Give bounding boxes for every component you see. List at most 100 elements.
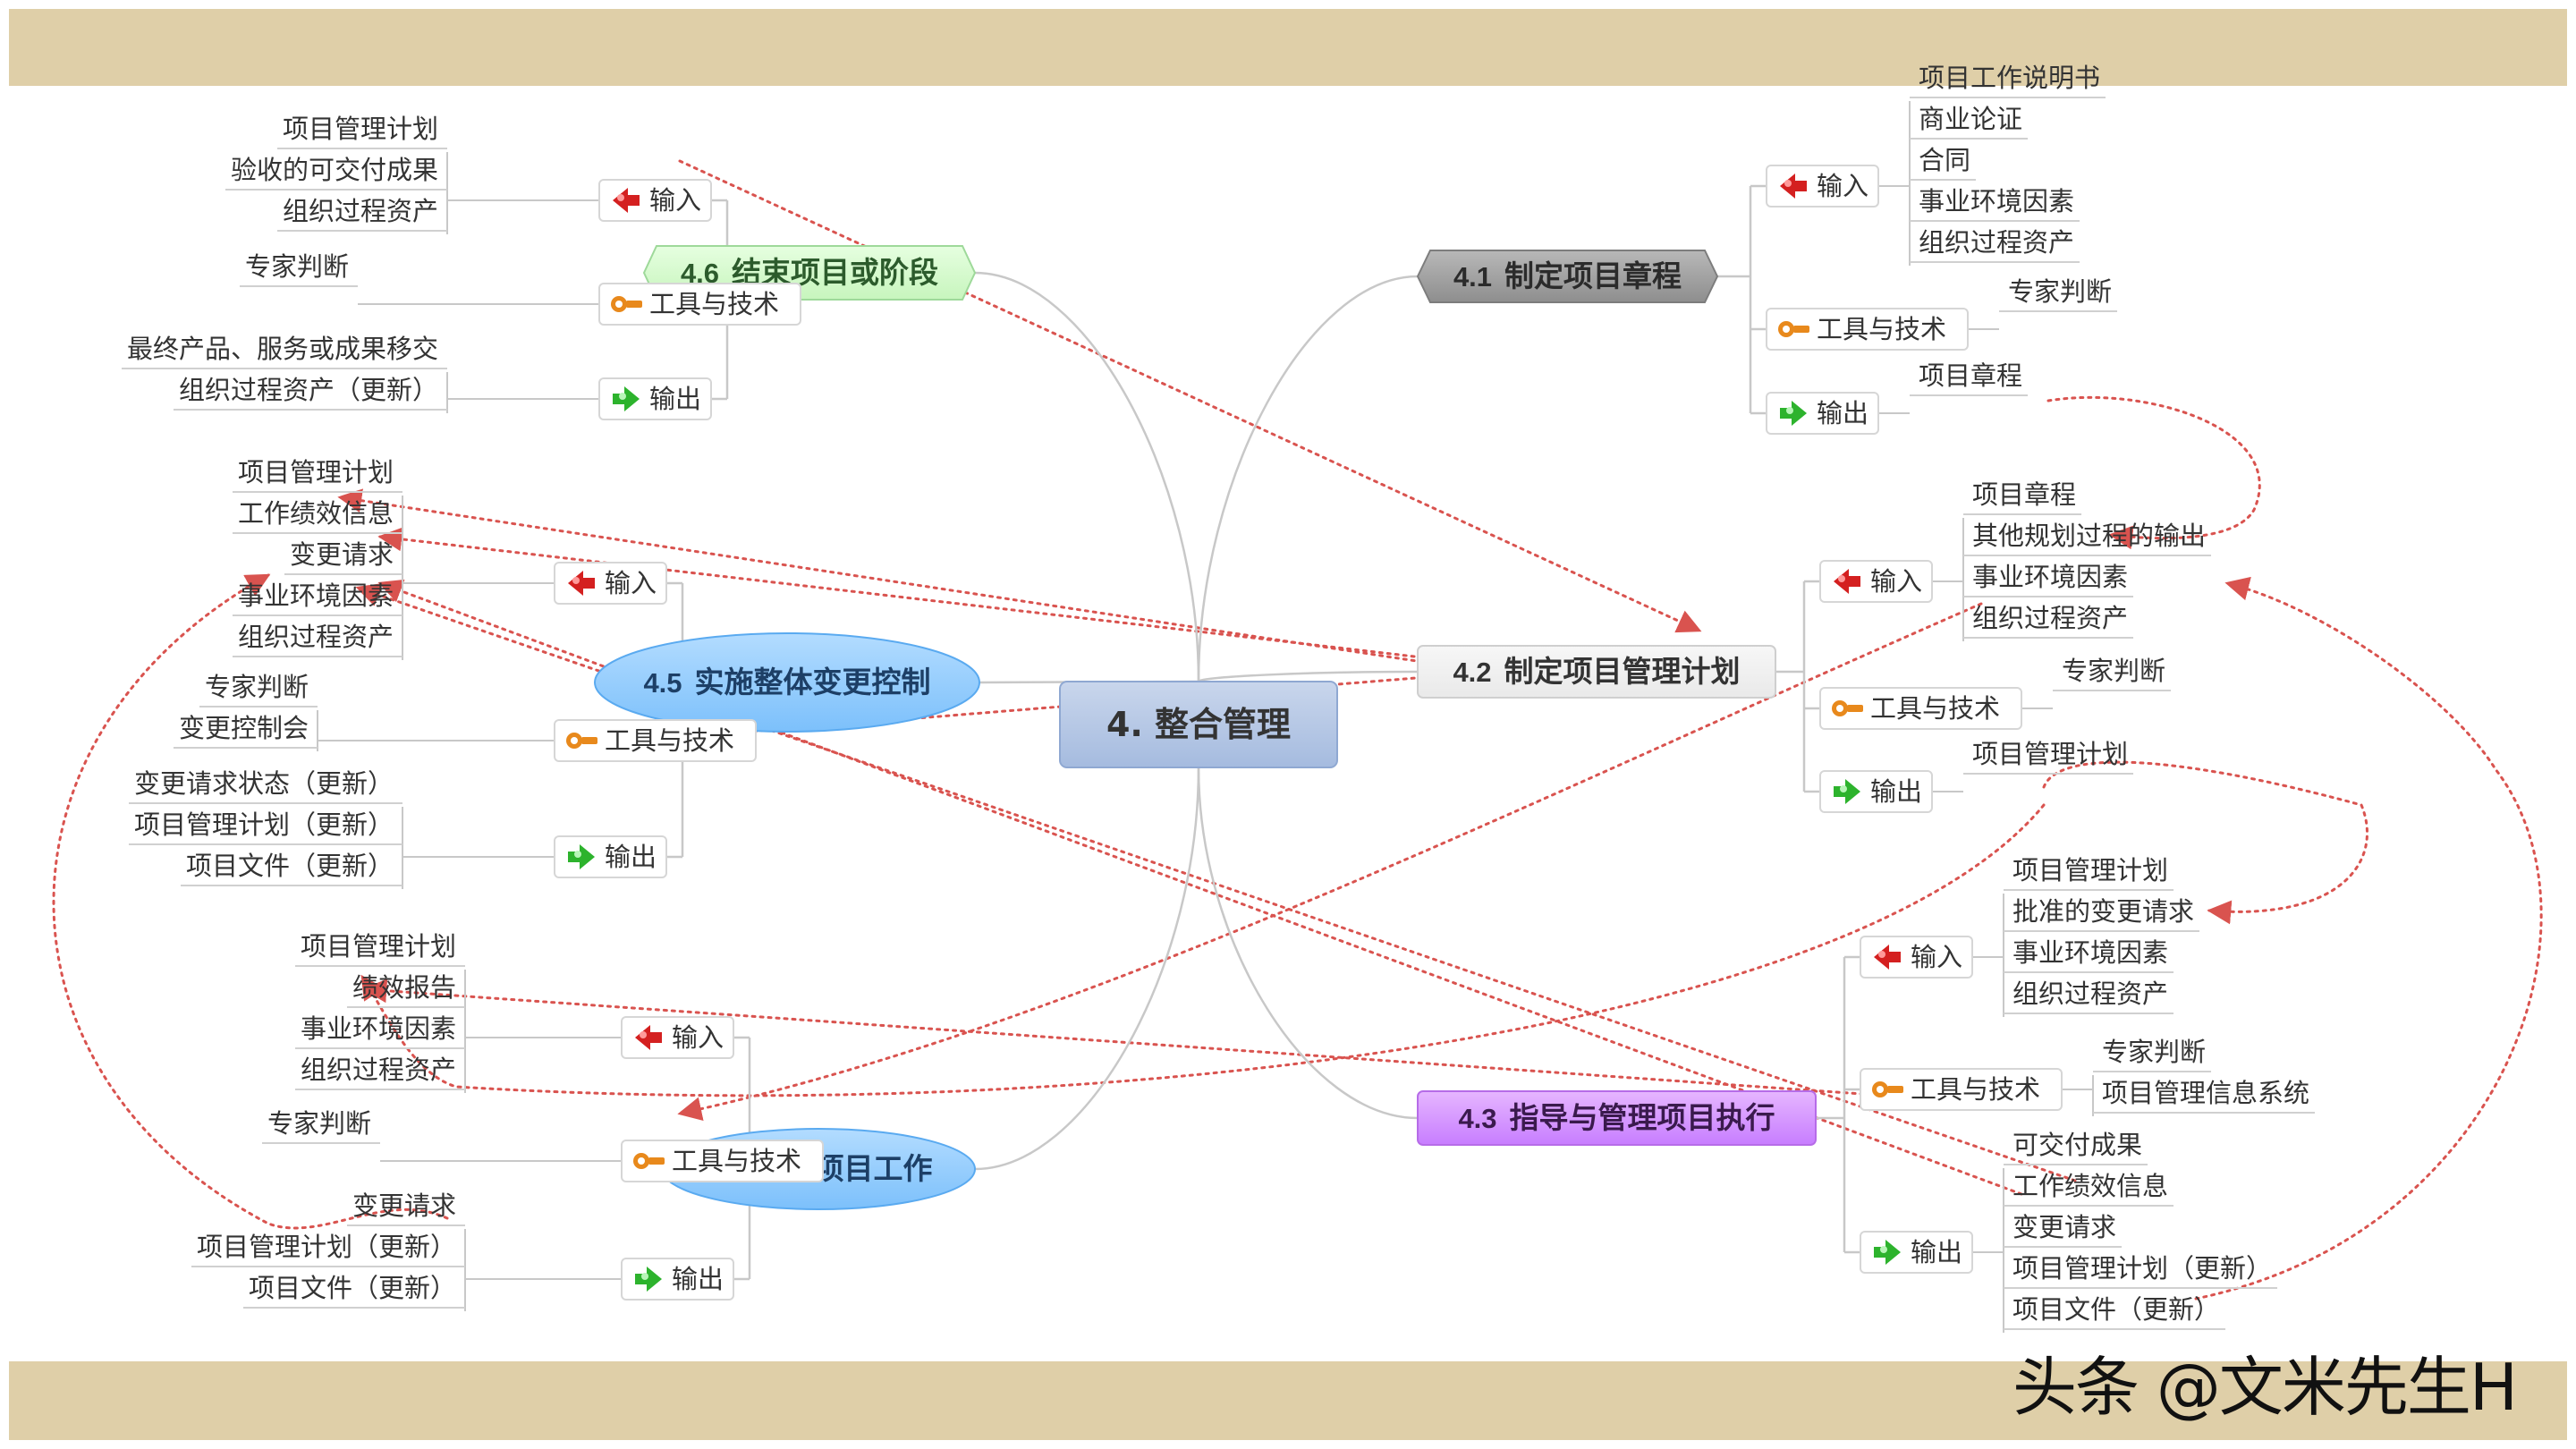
leaf-item: 事业环境因素	[1919, 186, 2074, 216]
leaf-item: 项目章程	[1972, 479, 2076, 510]
leaf-item: 变更请求状态（更新）	[134, 768, 394, 799]
red-arrow-icon	[1834, 569, 1860, 594]
key-icon	[633, 1153, 665, 1169]
leaf-item: 组织过程资产（更新）	[179, 375, 438, 405]
branch-connector	[974, 767, 1200, 1171]
central-topic[interactable]: 4. 整合管理	[1059, 681, 1338, 768]
tools-section[interactable]: 工具与技术	[621, 1140, 824, 1182]
section-label: 工具与技术	[1911, 1074, 2040, 1105]
red-arrow-icon	[613, 188, 640, 213]
key-icon	[1872, 1081, 1903, 1097]
leaf-item: 专家判断	[245, 251, 349, 282]
key-icon	[1832, 700, 1863, 716]
section-label: 输入	[672, 1022, 724, 1053]
input-section[interactable]: 输入	[1819, 560, 1933, 603]
branch-connector	[1197, 670, 1419, 683]
bottom-band	[9, 1361, 2567, 1440]
relationship-arrow	[360, 803, 2046, 1097]
topic-t43[interactable]: 4.3 指导与管理项目执行	[1417, 1090, 1817, 1146]
leaf-item: 组织过程资产	[1919, 227, 2074, 258]
leaf-item: 项目管理计划	[301, 931, 456, 962]
output-section[interactable]: 输出	[1819, 770, 1933, 813]
topic-t41[interactable]: 4.1 制定项目章程	[1416, 250, 1719, 303]
relationship-arrow	[362, 979, 1889, 1097]
relationship-arrow	[2042, 760, 2369, 925]
section-label: 输出	[1870, 776, 1922, 807]
leaf-item: 项目文件（更新）	[249, 1273, 456, 1303]
green-arrow-icon	[635, 1267, 662, 1292]
output-section[interactable]: 输出	[1766, 392, 1879, 435]
red-arrow-icon	[568, 571, 595, 596]
section-label: 工具与技术	[1817, 314, 1946, 344]
key-icon	[1778, 321, 1809, 337]
output-section[interactable]: 输出	[1860, 1231, 1973, 1274]
section-label: 输出	[672, 1264, 724, 1294]
leaf-item: 项目管理计划	[283, 114, 438, 144]
leaf-item: 项目管理计划（更新）	[134, 809, 394, 840]
key-icon	[566, 733, 597, 749]
leaf-item: 验收的可交付成果	[231, 155, 438, 185]
section-label: 输出	[649, 384, 701, 414]
input-section[interactable]: 输入	[598, 179, 712, 222]
section-label: 输入	[605, 568, 657, 598]
leaf-item: 项目文件（更新）	[2012, 1294, 2220, 1325]
leaf-item: 合同	[1919, 145, 1970, 175]
leaf-item: 项目管理计划（更新）	[197, 1232, 456, 1262]
topic-title: 制定项目章程	[1504, 258, 1682, 293]
leaf-item: 组织过程资产	[1972, 603, 2128, 633]
tools-section[interactable]: 工具与技术	[554, 719, 757, 762]
green-arrow-icon	[1834, 779, 1860, 804]
leaf-item: 项目工作说明书	[1919, 63, 2100, 93]
leaf-item: 事业环境因素	[2012, 937, 2168, 968]
tools-section[interactable]: 工具与技术	[598, 283, 801, 326]
leaf-item: 变更请求	[2012, 1212, 2116, 1242]
branch-connector	[1197, 767, 1419, 1120]
section-label: 工具与技术	[1870, 693, 2000, 724]
leaf-item: 组织过程资产	[2012, 979, 2168, 1009]
input-section[interactable]: 输入	[621, 1016, 734, 1059]
tools-section[interactable]: 工具与技术	[1860, 1068, 2063, 1111]
section-label: 输入	[1911, 942, 1962, 972]
leaf-item: 项目管理计划（更新）	[2012, 1253, 2272, 1284]
green-arrow-icon	[568, 844, 595, 869]
section-label: 输入	[1870, 566, 1922, 597]
section-label: 输入	[1817, 171, 1868, 201]
output-section[interactable]: 输出	[621, 1258, 734, 1301]
leaf-item: 项目管理信息系统	[2102, 1078, 2309, 1108]
input-section[interactable]: 输入	[1860, 936, 1973, 979]
green-arrow-icon	[1874, 1240, 1901, 1265]
watermark: 头条 @文米先生H	[2012, 1350, 2518, 1425]
section-label: 输出	[1911, 1237, 1962, 1267]
central-topic-label: 4. 整合管理	[1106, 705, 1291, 744]
relationship-arrow	[377, 527, 1424, 659]
leaf-item: 项目管理计划	[2012, 855, 2168, 886]
leaf-item: 事业环境因素	[1972, 562, 2128, 592]
relationship-arrow	[2194, 576, 2543, 1301]
leaf-item: 可交付成果	[2012, 1130, 2142, 1160]
topic-number: 4.3	[1458, 1103, 1496, 1134]
section-label: 输出	[1817, 398, 1868, 428]
red-arrow-icon	[1874, 945, 1901, 970]
output-section[interactable]: 输出	[598, 377, 712, 420]
relationship-arrow	[337, 488, 1424, 664]
leaf-item: 事业环境因素	[238, 580, 394, 611]
topic-title: 指导与管理项目执行	[1510, 1100, 1775, 1135]
relationship-arrow	[52, 573, 449, 1230]
output-section[interactable]: 输出	[554, 835, 667, 878]
topic-title: 制定项目管理计划	[1504, 654, 1741, 689]
tools-section[interactable]: 工具与技术	[1819, 687, 2022, 730]
input-section[interactable]: 输入	[554, 562, 667, 605]
topic-label: 4.1 制定项目章程	[1453, 258, 1682, 293]
relationship-arrow	[678, 159, 1702, 633]
input-section[interactable]: 输入	[1766, 165, 1879, 208]
leaf-item: 其他规划过程的输出	[1972, 521, 2206, 551]
section-label: 输入	[649, 185, 701, 216]
topic-number: 4.1	[1453, 261, 1492, 292]
leaf-item: 变更控制会	[179, 713, 309, 743]
tools-section[interactable]: 工具与技术	[1766, 308, 1969, 351]
green-arrow-icon	[613, 386, 640, 411]
